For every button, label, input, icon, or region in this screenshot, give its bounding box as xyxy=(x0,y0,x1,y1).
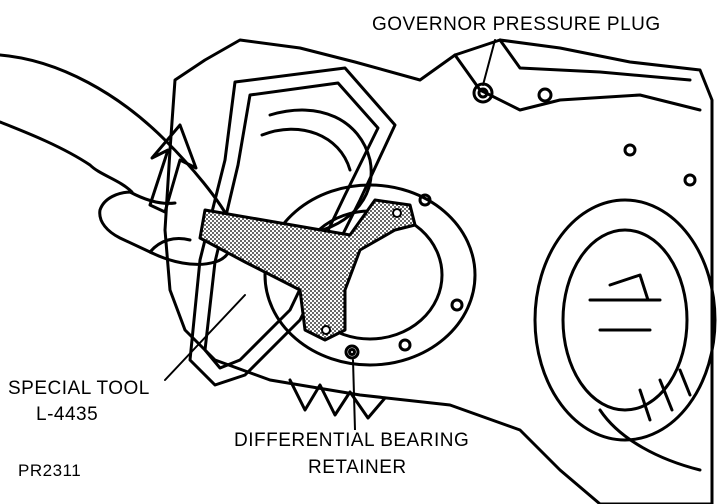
retainer-bolt xyxy=(344,344,360,360)
governor-leader xyxy=(482,39,496,86)
retainer-leader xyxy=(352,359,356,431)
pull-arrow xyxy=(148,123,198,214)
special-tool xyxy=(198,198,417,342)
special-tool-leader xyxy=(164,294,246,381)
differential-bearing-retainer xyxy=(263,183,477,367)
differential-bearing-label: DIFFERENTIAL BEARING xyxy=(234,430,470,452)
special-tool-number-label: L-4435 xyxy=(36,404,99,426)
governor-pressure-plug-label: GOVERNOR PRESSURE PLUG xyxy=(372,14,661,36)
retainer-label: RETAINER xyxy=(308,457,407,479)
hand xyxy=(0,53,236,266)
transaxle-housing xyxy=(163,38,714,504)
extension-housing xyxy=(533,198,717,442)
figure-id: PR2311 xyxy=(18,461,82,480)
special-tool-label: SPECIAL TOOL xyxy=(8,378,150,400)
